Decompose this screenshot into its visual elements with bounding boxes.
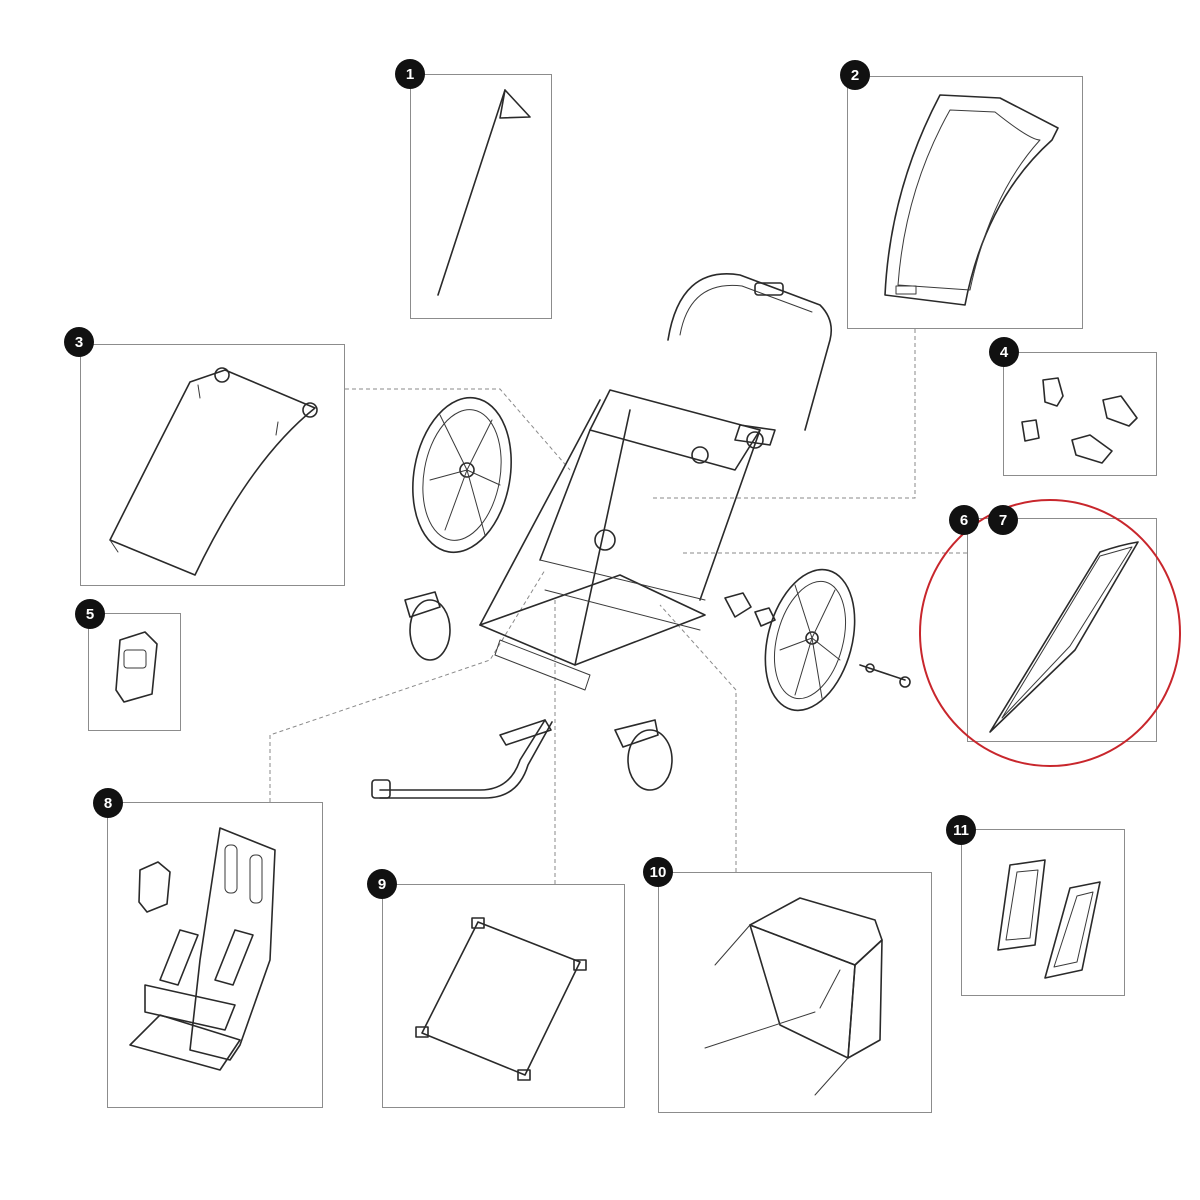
storage-bag-icon: [704, 897, 883, 1096]
reflector-icon: [997, 859, 1101, 979]
seat-harness-icon: [129, 827, 276, 1071]
part-number-badge: 1: [395, 59, 425, 89]
part-panel-5: [88, 613, 181, 731]
stroller-frame-icon: [479, 273, 833, 691]
part-number-badge: 3: [64, 327, 94, 357]
part-number-badge: 7: [988, 505, 1018, 535]
part-panel-2: [847, 76, 1083, 329]
part-panel-4: [1003, 352, 1157, 476]
sun-canopy-icon: [884, 94, 1059, 306]
part-panel-6-7: [967, 518, 1157, 742]
part-panel-10: [658, 872, 932, 1113]
highlight-circle: [919, 499, 1181, 767]
floor-fabric-icon: [415, 917, 587, 1081]
part-number-badge: 10: [643, 857, 673, 887]
clips-set-icon: [1021, 377, 1138, 464]
part-number-badge: 2: [840, 60, 870, 90]
tow-bar-icon: [371, 719, 553, 799]
side-strip-icon: [989, 541, 1139, 733]
part-panel-1: [410, 74, 552, 319]
front-wheel-icon: [404, 591, 673, 791]
part-number-badge: 6: [949, 505, 979, 535]
leader-lines: [269, 329, 967, 884]
part-number-badge: 4: [989, 337, 1019, 367]
part-panel-11: [961, 829, 1125, 996]
part-panel-3: [80, 344, 345, 586]
left-wheel-icon: [412, 396, 512, 554]
canopy-frame-icon: [109, 367, 318, 576]
right-wheel-icon: [724, 568, 911, 712]
part-number-badge: 9: [367, 869, 397, 899]
part-panel-8: [107, 802, 323, 1108]
part-panel-9: [382, 884, 625, 1108]
safety-flag-icon: [437, 89, 531, 296]
buckle-icon: [115, 631, 158, 703]
part-number-badge: 8: [93, 788, 123, 818]
part-number-badge: 11: [946, 815, 976, 845]
part-number-badge: 5: [75, 599, 105, 629]
